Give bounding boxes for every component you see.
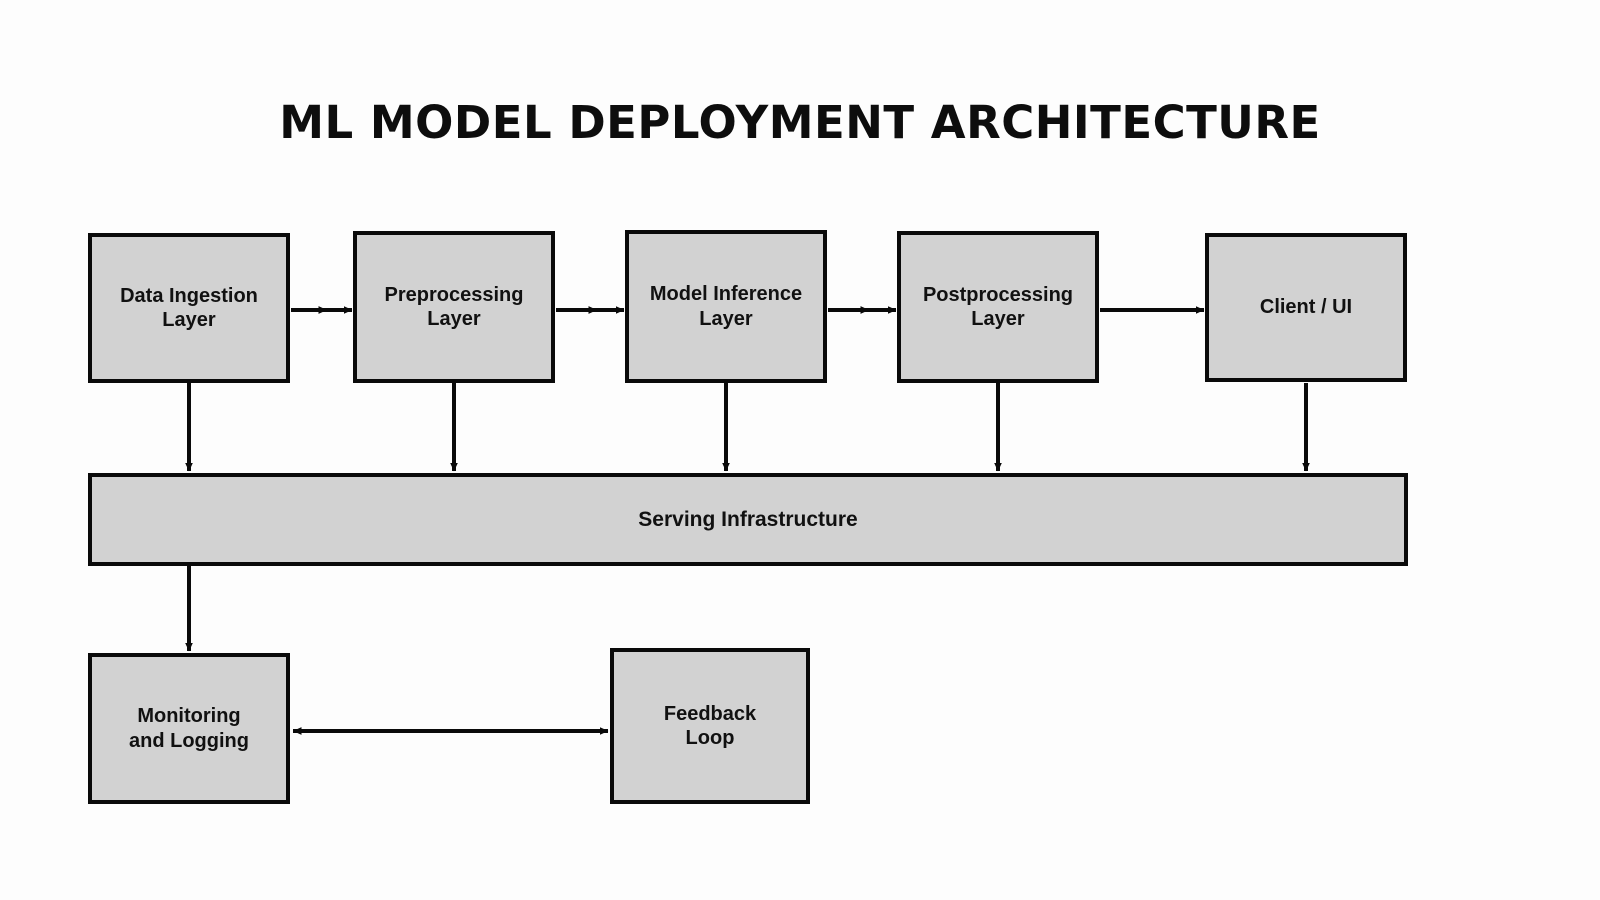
node-data-ingestion-line2: Layer [162, 309, 216, 331]
node-data-ingestion-label: Data Ingestion Layer [120, 284, 258, 333]
node-model-inference[interactable]: Model Inference Layer [625, 230, 827, 383]
node-client-ui-label: Client / UI [1259, 296, 1353, 319]
node-postprocessing-label: Postprocessing Layer [923, 283, 1073, 332]
node-monitoring-logging[interactable]: Monitoring and Logging [88, 653, 290, 804]
node-monitoring-logging-line1: Monitoring [137, 705, 241, 728]
node-serving-infrastructure-label: Serving Infrastructure [638, 507, 858, 531]
node-model-inference-line1: Model Inference [649, 283, 803, 306]
node-feedback-loop[interactable]: Feedback Loop [610, 648, 810, 804]
node-feedback-loop-line1: Feedback [663, 702, 757, 725]
node-preprocessing-label: Preprocessing Layer [385, 283, 524, 332]
node-client-ui[interactable]: Client / UI [1205, 233, 1407, 382]
node-postprocessing[interactable]: Postprocessing Layer [897, 231, 1099, 383]
node-monitoring-logging-line2: and Logging [129, 729, 249, 752]
node-feedback-loop-line2: Loop [685, 727, 735, 749]
node-monitoring-logging-label: Monitoring and Logging [129, 704, 249, 753]
node-data-ingestion[interactable]: Data Ingestion Layer [88, 233, 290, 383]
node-model-inference-label: Model Inference Layer [650, 282, 802, 331]
node-feedback-loop-label: Feedback Loop [664, 702, 756, 751]
node-model-inference-line2: Layer [699, 307, 753, 330]
node-preprocessing[interactable]: Preprocessing Layer [353, 231, 555, 383]
node-postprocessing-line2: Layer [971, 308, 1025, 330]
node-data-ingestion-line1: Data Ingestion [120, 284, 258, 307]
node-postprocessing-line1: Postprocessing [922, 283, 1074, 306]
node-serving-infrastructure[interactable]: Serving Infrastructure [88, 473, 1408, 566]
page-title: ML MODEL DEPLOYMENT ARCHITECTURE [279, 96, 1321, 149]
node-preprocessing-line2: Layer [427, 308, 481, 330]
node-preprocessing-line1: Preprocessing [384, 283, 524, 306]
